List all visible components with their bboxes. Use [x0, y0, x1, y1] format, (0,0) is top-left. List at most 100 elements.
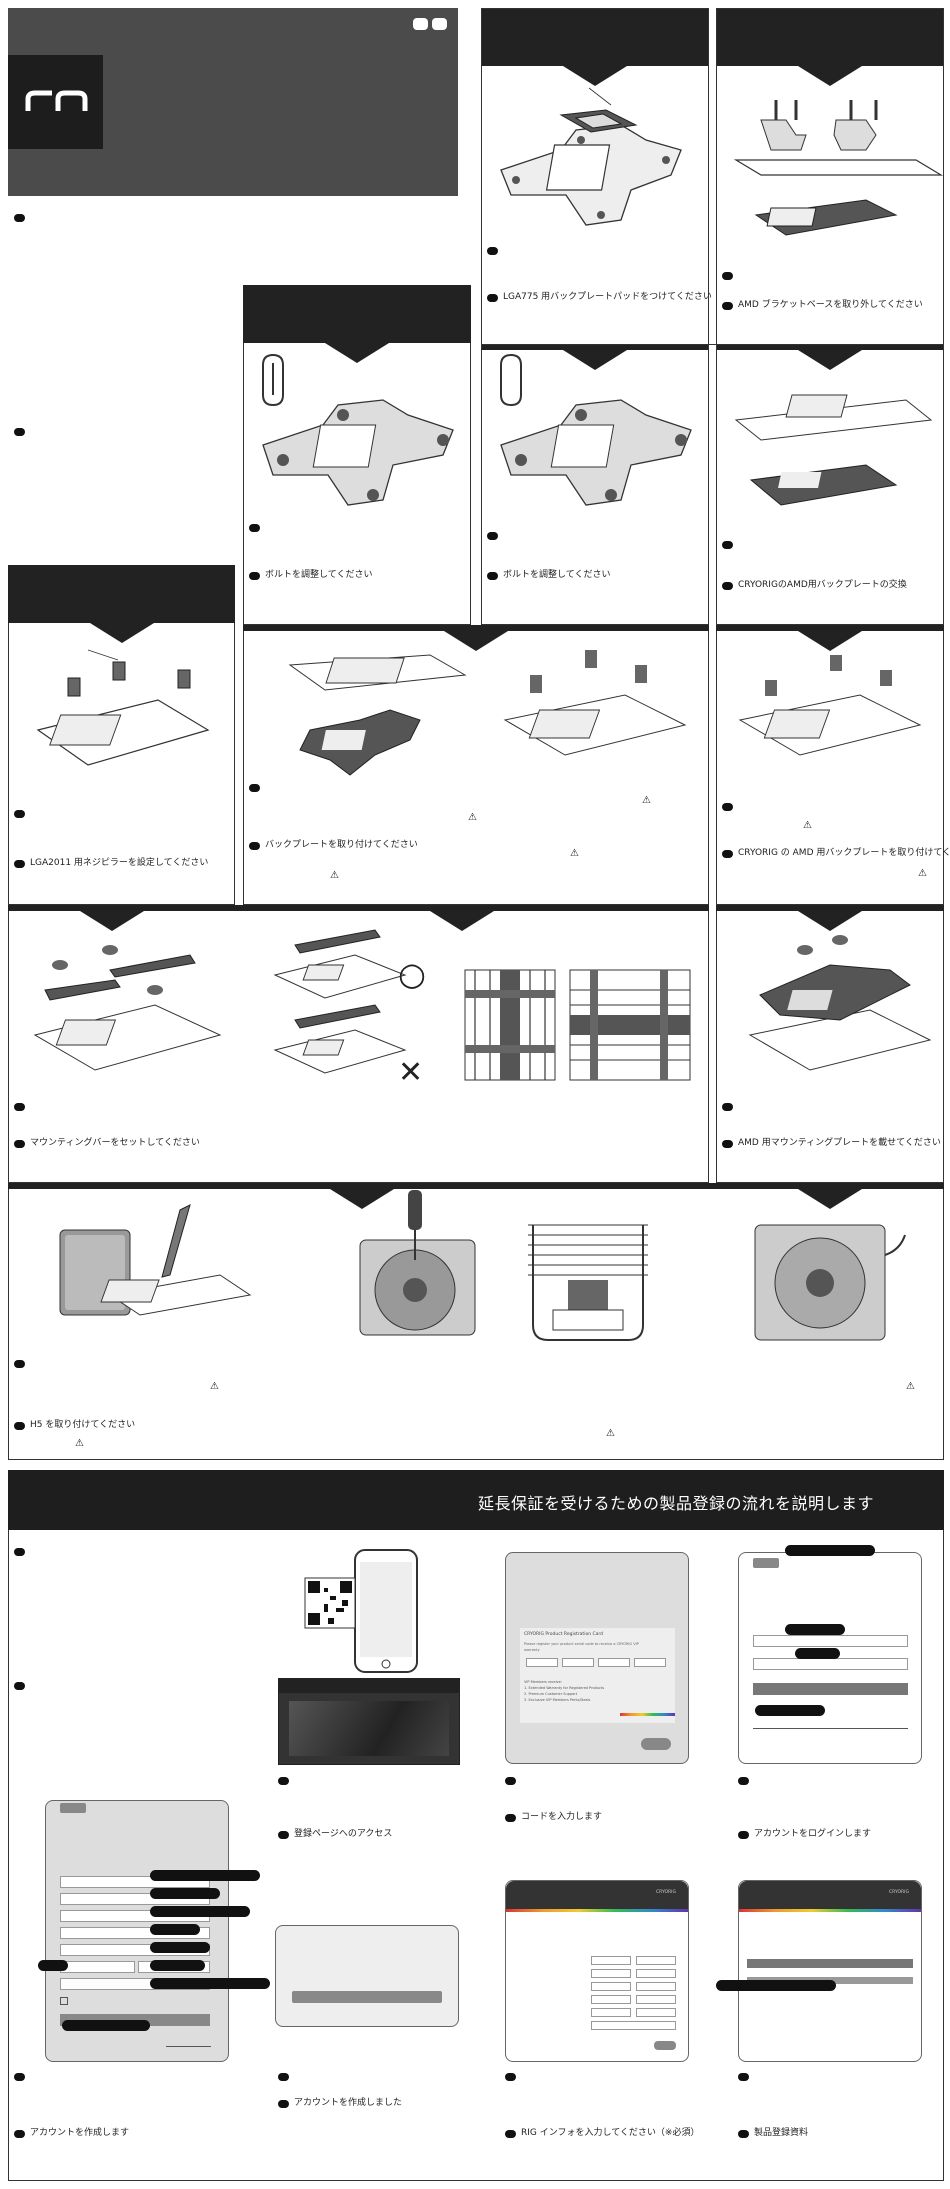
header-brand: CRYORIG: [889, 1890, 909, 1895]
bullet: [487, 247, 498, 255]
submit-code-button[interactable]: [641, 1738, 671, 1750]
banner-title: 延長保証を受けるための製品登録の流れを説明します: [477, 1494, 874, 1513]
login-tab: [753, 1558, 779, 1568]
pillar-mount-illustration: [503, 650, 687, 756]
panel-header: [243, 285, 471, 343]
rig-field[interactable]: [636, 2008, 676, 2017]
code-field-2[interactable]: [562, 1658, 594, 1667]
amd-pillar-illustration: [738, 655, 922, 756]
bullet: [487, 532, 498, 540]
login-password-field[interactable]: [753, 1658, 908, 1670]
arrow-bar: [716, 60, 944, 66]
code-field-1[interactable]: [526, 1658, 558, 1667]
bullet: [14, 2073, 25, 2081]
rig-field[interactable]: [591, 2008, 631, 2017]
bullet: [722, 1103, 733, 1111]
card-list-3: 3. Exclusive VIP Members Perks/Deals: [524, 1698, 591, 1702]
bullet: [738, 2073, 749, 2081]
circle-ok-icon: ○: [398, 955, 426, 993]
backplate-illustration: [500, 87, 682, 226]
redacted-label: [785, 1624, 845, 1635]
bullet: [722, 272, 733, 280]
bullet: [14, 1682, 25, 1690]
thermal-paste-illustration: [59, 1204, 252, 1316]
arrow-bar: [716, 344, 944, 350]
header-toggle-1: [413, 18, 428, 30]
step-label: CRYORIG の AMD 用バックプレートを取り付けてください: [722, 848, 950, 859]
website-nav: [279, 1679, 459, 1693]
step-label: RIG インフォを入力してください（※必須）: [505, 2128, 699, 2139]
divider: [753, 1728, 908, 1729]
login-screen: [738, 1552, 922, 1764]
arrow-bar: [243, 625, 709, 631]
login-button[interactable]: [753, 1683, 908, 1695]
rig-field[interactable]: [591, 2021, 676, 2030]
registration-banner: 延長保証を受けるための製品登録の流れを説明します: [8, 1470, 944, 1530]
divider: [481, 344, 944, 345]
panel-header: [716, 8, 944, 66]
down-arrow-icon: [444, 631, 508, 651]
rig-field[interactable]: [636, 1982, 676, 1991]
cooler-side-illustration: [528, 1224, 648, 1341]
bullet: [722, 803, 733, 811]
registration-card: CRYORIG Product Registration Card Please…: [520, 1628, 675, 1723]
form-select[interactable]: [60, 1961, 135, 1973]
rig-field[interactable]: [591, 1956, 631, 1965]
rig-info-header: CRYORIG: [506, 1881, 688, 1909]
terms-checkbox[interactable]: [60, 1997, 68, 2005]
account-created-button[interactable]: [292, 1991, 442, 2003]
redacted-label: [150, 1888, 220, 1899]
rig-info-screen: CRYORIG: [505, 1880, 689, 2062]
rig-submit-button[interactable]: [654, 2041, 676, 2050]
arrow-bar: [481, 60, 709, 66]
header-color-bar: [739, 1909, 921, 1912]
rig-field[interactable]: [636, 1995, 676, 2004]
step-label: ボルトを調整してください: [249, 570, 372, 581]
login-email-field[interactable]: [753, 1635, 908, 1647]
step-label: ボルトを調整してください: [487, 570, 610, 581]
code-field-3[interactable]: [598, 1658, 630, 1667]
card-list-2: 2. Premium Customer Support: [524, 1692, 578, 1696]
bullet: [278, 1777, 289, 1785]
cryorig-logo: [8, 55, 103, 149]
bullet: [14, 214, 25, 222]
down-arrow-icon: [325, 343, 389, 363]
warning-triangle-icon: ⚠: [570, 848, 579, 859]
bullet: [14, 810, 25, 818]
product-data-header: CRYORIG: [739, 1881, 921, 1909]
amd-mounting-plate-illustration: [748, 935, 932, 1071]
panel-frame: [716, 8, 944, 625]
bullet: [14, 1548, 25, 1556]
step-label: アカウントを作成しました: [278, 2098, 402, 2109]
bullet: [14, 428, 25, 436]
down-arrow-icon: [798, 66, 862, 86]
warning-triangle-icon: ⚠: [75, 1438, 84, 1449]
redacted-label: [38, 1960, 68, 1971]
step-label: H5 を取り付けてください: [14, 1420, 135, 1431]
step-label: AMD 用マウンティングプレートを載せてください: [722, 1138, 941, 1149]
rig-field[interactable]: [636, 1969, 676, 1978]
rig-field[interactable]: [591, 1969, 631, 1978]
rig-field[interactable]: [591, 1995, 631, 2004]
website-screenshot: [278, 1678, 460, 1765]
backplate-mount-illustration: [288, 654, 467, 776]
bolt-adjust-illustration: [500, 353, 692, 506]
card-text: warranty: [524, 1648, 540, 1652]
bullet: [738, 1777, 749, 1785]
product-data-screen: CRYORIG: [738, 1880, 922, 2062]
step-label: 登録ページへのアクセス: [278, 1829, 392, 1840]
redacted-label: [150, 1942, 210, 1953]
warning-triangle-icon: ⚠: [210, 1381, 219, 1392]
phone-qr-illustration: [304, 1549, 418, 1673]
arrow-bar: [481, 344, 709, 350]
rig-field[interactable]: [591, 1982, 631, 1991]
panel-frame: [481, 8, 709, 625]
rig-field[interactable]: [636, 1956, 676, 1965]
down-arrow-icon: [798, 631, 862, 651]
registration-card-screen: CRYORIG Product Registration Card Please…: [505, 1552, 689, 1764]
code-field-4[interactable]: [634, 1658, 666, 1667]
redacted-label: [150, 1978, 270, 1989]
redacted-label: [785, 1545, 875, 1556]
card-list-1: 1. Extended Warranty for Registered Prod…: [524, 1686, 605, 1690]
redacted-label: [150, 1960, 205, 1971]
